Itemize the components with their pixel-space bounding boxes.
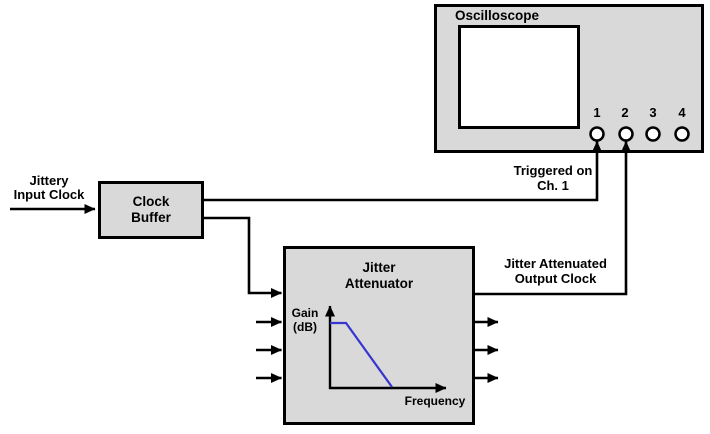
jitter-attenuator-title-line1: Jitter <box>362 260 396 275</box>
oscilloscope-title: Oscilloscope <box>455 8 540 23</box>
channel-4-label: 4 <box>678 105 686 120</box>
output-clock-label-line1: Jitter Attenuated <box>504 256 607 271</box>
clock-buffer-box: Clock Buffer <box>98 181 204 239</box>
triggered-on-label: Triggered on Ch. 1 <box>503 163 603 193</box>
triggered-on-label-line2: Ch. 1 <box>537 178 569 193</box>
plot-xlabel: Frequency <box>404 394 466 408</box>
jitter-attenuator-box: Jitter Attenuator <box>283 246 475 425</box>
clock-buffer-title-line1: Clock <box>132 194 170 209</box>
triggered-on-label-line1: Triggered on <box>513 163 593 178</box>
channel-2-label: 2 <box>621 105 629 120</box>
oscilloscope-screen <box>458 25 580 129</box>
clock-buffer-title-line2: Buffer <box>131 210 171 225</box>
channel-1-label: 1 <box>593 105 601 120</box>
clock-buffer-title: Clock Buffer <box>101 184 201 236</box>
plot-ylabel: Gain (dB) <box>287 306 323 334</box>
clock-buffer-to-attenuator-line <box>203 216 282 298</box>
jitter-attenuator-title: Jitter Attenuator <box>286 260 472 291</box>
input-clock-label-line1: Jittery <box>29 173 69 188</box>
output-clock-label-line2: Output Clock <box>514 271 597 286</box>
input-clock-label-line2: Input Clock <box>13 187 85 202</box>
output-clock-label: Jitter Attenuated Output Clock <box>497 256 614 286</box>
plot-ylabel-line1: Gain <box>291 306 319 320</box>
input-clock-label: Jittery Input Clock <box>6 174 92 202</box>
plot-ylabel-line2: (dB) <box>293 319 317 334</box>
jitter-attenuator-title-line2: Attenuator <box>344 275 414 291</box>
channel-3-label: 3 <box>649 105 657 120</box>
